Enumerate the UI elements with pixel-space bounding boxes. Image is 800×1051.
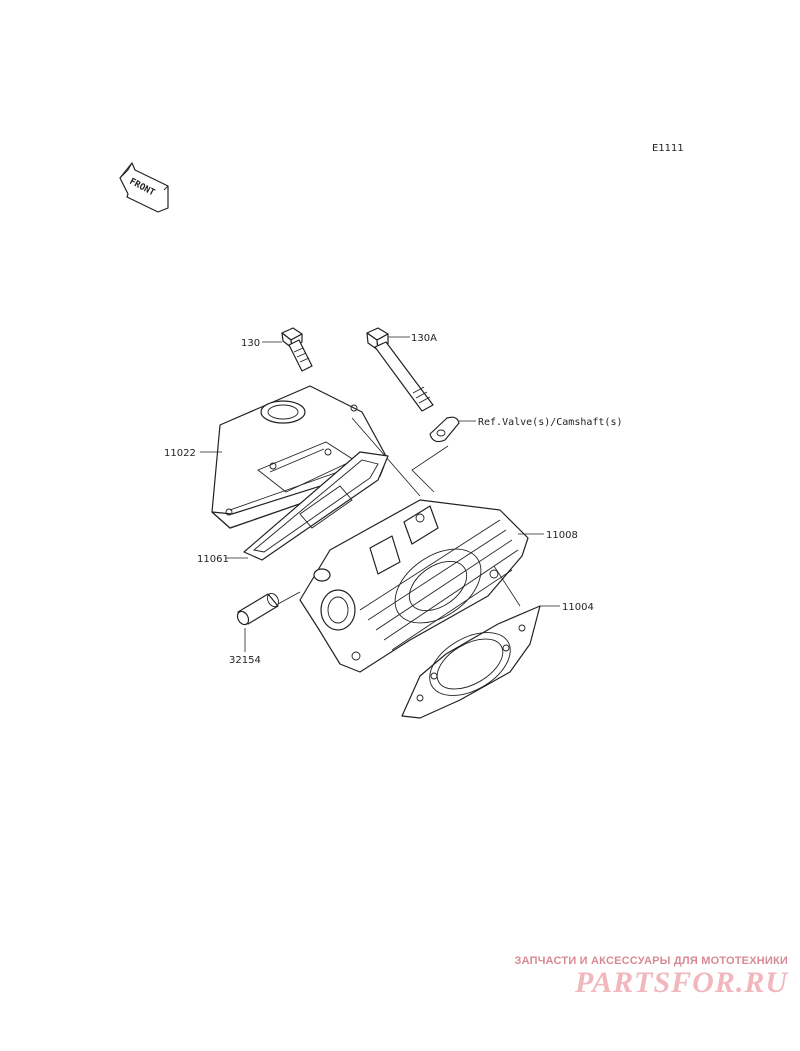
head-gasket-11004[interactable] bbox=[401, 605, 541, 719]
cylinder-head-11008[interactable] bbox=[299, 499, 529, 673]
part-label-130a[interactable]: 130A bbox=[411, 333, 437, 344]
leader-gasket-dash bbox=[493, 565, 521, 607]
ref-note[interactable]: Ref.Valve(s)/Camshaft(s) bbox=[478, 417, 623, 428]
watermark-tagline: ЗАПЧАСТИ И АКСЕССУАРЫ ДЛЯ МОТОТЕХНИКИ bbox=[514, 955, 788, 967]
dowel-pin-32154[interactable] bbox=[235, 591, 281, 626]
leader-dowel-dash bbox=[277, 591, 301, 605]
part-label-130[interactable]: 130 bbox=[241, 338, 260, 349]
front-arrow-icon: FRONT bbox=[119, 162, 169, 213]
bolt-130[interactable] bbox=[281, 327, 313, 372]
ref-washer bbox=[429, 416, 460, 443]
part-label-11022[interactable]: 11022 bbox=[164, 448, 196, 459]
part-label-32154[interactable]: 32154 bbox=[229, 655, 261, 666]
part-label-11004[interactable]: 11004 bbox=[562, 602, 594, 613]
diagram-code: E1111 bbox=[652, 143, 684, 154]
part-label-11061[interactable]: 11061 bbox=[197, 554, 229, 565]
part-label-11008[interactable]: 11008 bbox=[546, 530, 578, 541]
leader-ref-head bbox=[411, 445, 449, 493]
bolt-130a[interactable] bbox=[366, 327, 434, 412]
watermark-logo[interactable]: PARTSFOR.RU bbox=[575, 966, 788, 999]
cover-gasket-11061[interactable] bbox=[243, 451, 389, 561]
